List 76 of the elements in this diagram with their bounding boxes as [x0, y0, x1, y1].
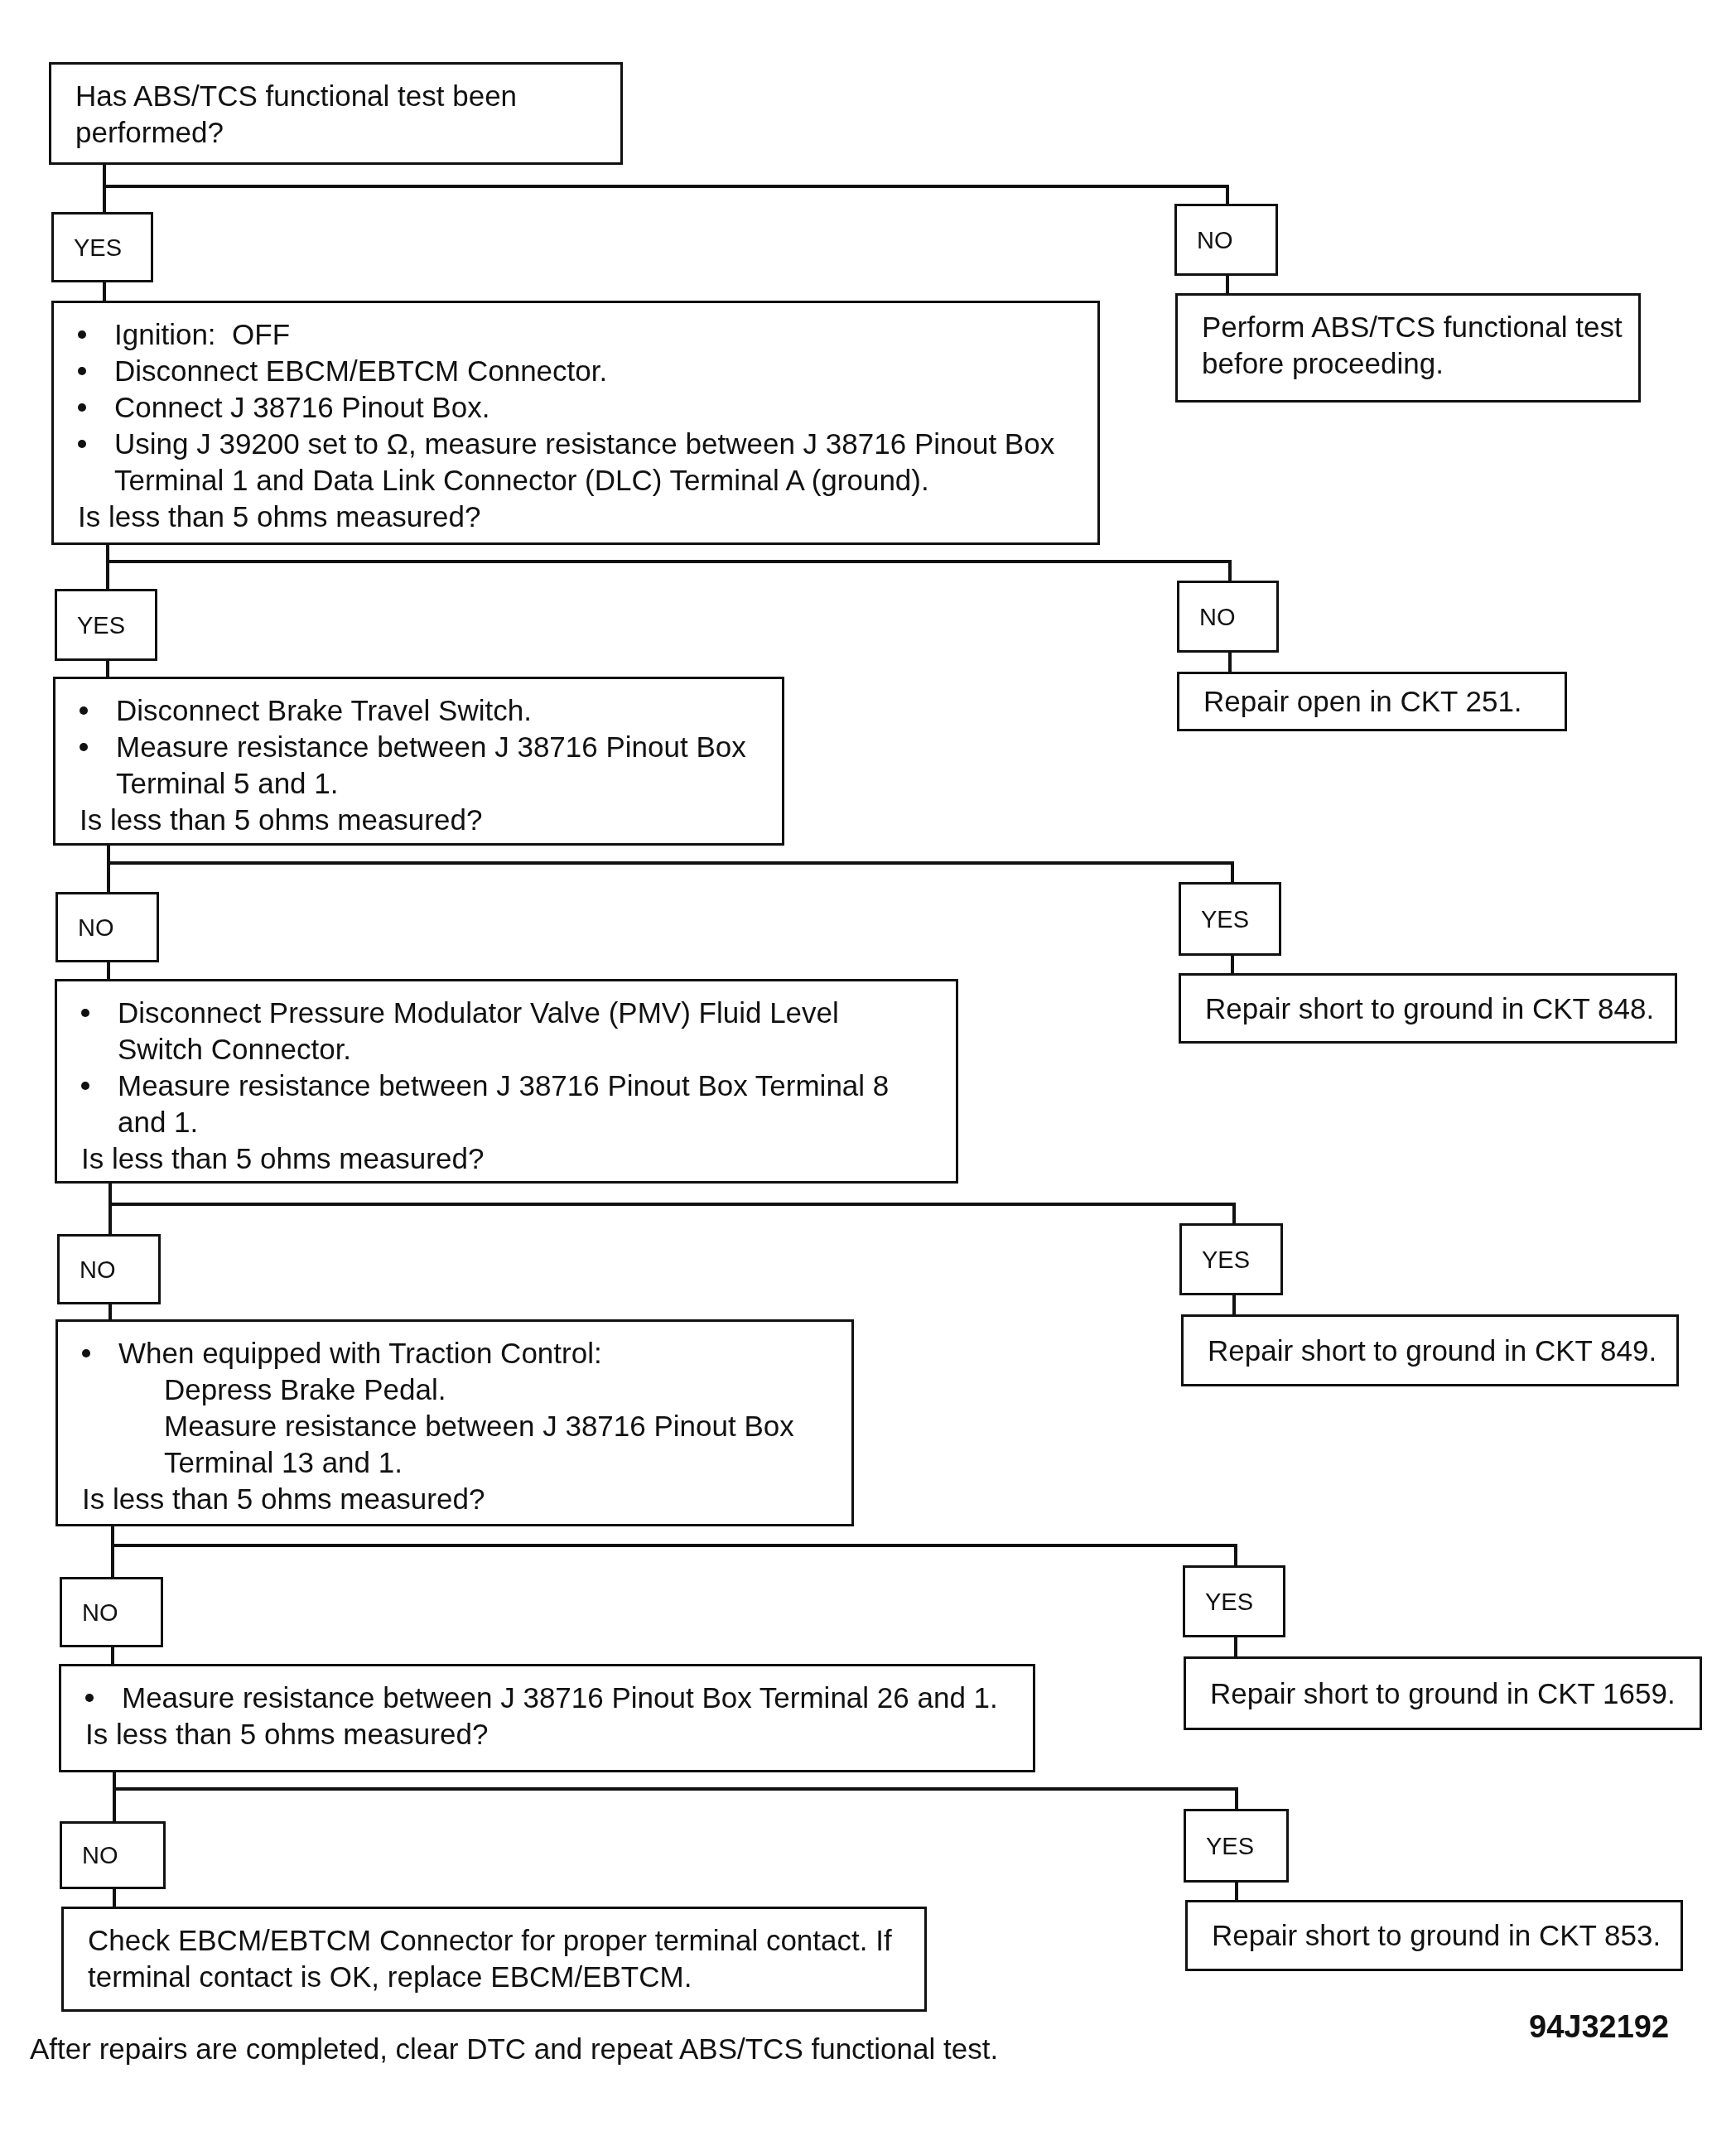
- branch-box: [60, 1577, 163, 1647]
- instruction-text: Disconnect Pressure Modulator Valve (PMV) Fluid Level Switch Connector.: [118, 996, 840, 1067]
- connector-line: [1228, 653, 1232, 672]
- connector-line: [1231, 956, 1234, 973]
- action-text: Check EBCM/EBTCM Connector for proper terminal contact. If terminal contact is OK, replace EBCM/EBTCM.: [88, 1923, 893, 1994]
- connector-line: [108, 1304, 112, 1319]
- connector-line: [113, 1889, 116, 1907]
- decision-box: [55, 1319, 854, 1526]
- question-text: Is less than 5 ohms measured?: [80, 803, 483, 837]
- instruction-text: Connect J 38716 Pinout Box.: [114, 390, 490, 425]
- connector-line: [107, 962, 110, 979]
- branch-label: NO: [78, 913, 114, 943]
- branch-box: [1179, 1223, 1283, 1295]
- question-text: Is less than 5 ohms measured?: [78, 499, 481, 534]
- decision-box: [51, 301, 1100, 545]
- question-text: Is less than 5 ohms measured?: [85, 1717, 489, 1752]
- decision-box: [55, 979, 958, 1184]
- branch-label: NO: [82, 1598, 118, 1627]
- connector-line: [1226, 276, 1229, 293]
- instruction-text: Using J 39200 set to Ω, measure resistance between J 38716 Pinout Box Terminal 1 and Data Link Connector (DLC) Terminal A (ground).: [114, 427, 1056, 498]
- action-box: [1184, 1656, 1702, 1730]
- branch-label: YES: [1205, 1587, 1254, 1617]
- action-box: [1185, 1900, 1683, 1971]
- figure-number: 94J32192: [1529, 2008, 1670, 2045]
- instruction-text: Depress Brake Pedal.: [164, 1372, 446, 1407]
- branch-box: [57, 1234, 161, 1304]
- branch-label: YES: [74, 233, 123, 263]
- branch-label: YES: [1202, 1245, 1251, 1275]
- branch-box: [55, 892, 159, 962]
- decision-box: [49, 62, 623, 165]
- branch-box: [60, 1821, 166, 1889]
- branch-box: [1177, 581, 1279, 653]
- action-box: [1175, 293, 1641, 403]
- action-box: [1179, 973, 1677, 1044]
- instruction-text: Measure resistance between J 38716 Pinout Box Terminal 8 and 1.: [118, 1068, 890, 1140]
- branch-box: [1179, 882, 1281, 956]
- instruction-text: Measure resistance between J 38716 Pinout Box Terminal 13 and 1.: [164, 1409, 795, 1480]
- question-text: Is less than 5 ohms measured?: [81, 1141, 485, 1176]
- action-text: Repair open in CKT 251.: [1203, 684, 1522, 719]
- branch-label: YES: [1201, 904, 1250, 934]
- decision-box: [59, 1664, 1035, 1772]
- instruction-text: Disconnect Brake Travel Switch.: [116, 693, 532, 728]
- action-text: Repair short to ground in CKT 1659.: [1210, 1675, 1676, 1711]
- action-box: [1177, 672, 1567, 731]
- branch-label: YES: [1206, 1831, 1255, 1861]
- connector-line: [111, 1647, 114, 1664]
- branch-label: NO: [1199, 602, 1236, 632]
- branch-box: [51, 212, 153, 282]
- connector-line: [103, 282, 106, 301]
- action-text: Perform ABS/TCS functional test before proceeding.: [1202, 310, 1623, 381]
- branch-label: NO: [1197, 225, 1233, 255]
- action-box: [61, 1907, 927, 2012]
- connector-line: [1235, 1883, 1238, 1900]
- branch-box: [55, 589, 157, 661]
- action-text: Repair short to ground in CKT 848.: [1205, 991, 1655, 1026]
- connector-line: [1232, 1295, 1236, 1314]
- branch-label: YES: [77, 610, 126, 640]
- branch-box: [1184, 1809, 1289, 1883]
- action-text: Repair short to ground in CKT 853.: [1212, 1918, 1661, 1953]
- branch-box: [1174, 204, 1278, 276]
- action-box: [1181, 1314, 1679, 1386]
- connector-line: [106, 661, 109, 677]
- branch-box: [1183, 1565, 1285, 1637]
- instruction-text: When equipped with Traction Control:: [118, 1336, 602, 1371]
- action-text: Repair short to ground in CKT 849.: [1208, 1333, 1657, 1368]
- connector-line: [1234, 1637, 1237, 1656]
- question-text: Is less than 5 ohms measured?: [82, 1482, 485, 1516]
- instruction-text: Disconnect EBCM/EBTCM Connector.: [114, 354, 608, 388]
- question-text: Has ABS/TCS functional test been performed?: [75, 79, 518, 150]
- footnote-text: After repairs are completed, clear DTC and repeat ABS/TCS functional test.: [30, 2032, 999, 2066]
- instruction-text: Measure resistance between J 38716 Pinout Box Terminal 5 and 1.: [116, 730, 747, 801]
- instruction-text: Ignition: OFF: [114, 317, 291, 352]
- branch-label: NO: [80, 1255, 116, 1285]
- instruction-text: Measure resistance between J 38716 Pinout Box Terminal 26 and 1.: [122, 1680, 998, 1715]
- branch-label: NO: [82, 1841, 118, 1870]
- decision-box: [53, 677, 784, 846]
